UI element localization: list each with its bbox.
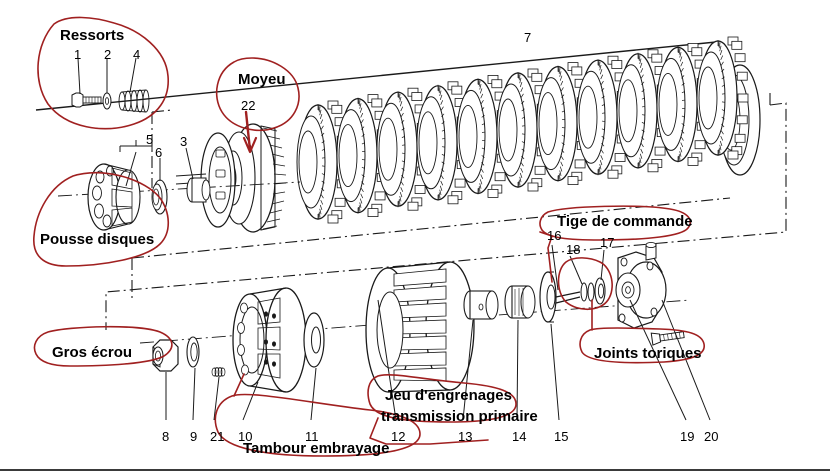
- callout-number-14: 14: [512, 429, 527, 444]
- annotation-label-jeu-engrenages-line2: transmission primaire: [381, 408, 538, 425]
- lower-assembly-row: [152, 241, 711, 421]
- callout-number-19: 19: [680, 429, 695, 444]
- annotation-label-tambour-embrayage: Tambour embrayage: [243, 440, 390, 457]
- callout-number-8: 8: [162, 429, 170, 444]
- annotation-label-jeu-engrenages-line1: Jeu d'engrenages: [385, 387, 512, 404]
- clutch-hub-assembly: [175, 123, 287, 233]
- pressure-plate-group: [87, 140, 211, 231]
- red-annotation-layer: [33, 16, 705, 457]
- callout-number-11: 11: [305, 429, 319, 444]
- callout-number-22: 22: [241, 98, 256, 113]
- callout-number-4: 4: [133, 47, 141, 62]
- spring-bolt-washer-group: [71, 57, 150, 113]
- annotation-label-pousse-disques: Pousse disques: [40, 231, 155, 248]
- callout-number-18: 18: [566, 242, 581, 257]
- annotation-label-tige-de-commande: Tige de commande: [557, 213, 693, 230]
- annotation-label-gros-ecrou: Gros écrou: [52, 344, 133, 361]
- callout-number-1: 1: [74, 47, 82, 62]
- callout-number-5: 5: [146, 132, 154, 147]
- annotation-label-ressorts: Ressorts: [60, 27, 125, 44]
- annotation-label-joints-toriques: Joints toriques: [594, 345, 702, 362]
- callout-number-15: 15: [554, 429, 569, 444]
- callout-number-3: 3: [180, 134, 188, 149]
- callout-number-13: 13: [458, 429, 473, 444]
- callout-number-9: 9: [190, 429, 198, 444]
- callout-number-16: 16: [547, 228, 562, 243]
- callout-number-20: 20: [704, 429, 719, 444]
- callout-number-7: 7: [524, 30, 532, 45]
- callout-number-12: 12: [391, 429, 406, 444]
- callout-number-10: 10: [238, 429, 253, 444]
- callout-number-6: 6: [155, 145, 163, 160]
- callout-number-17: 17: [600, 235, 615, 250]
- annotation-label-moyeu: Moyeu: [238, 71, 286, 88]
- bottom-border-rule: [0, 469, 830, 471]
- clutch-plate-stack: [35, 36, 761, 224]
- callout-number-2: 2: [104, 47, 112, 62]
- callout-number-21: 21: [210, 429, 225, 444]
